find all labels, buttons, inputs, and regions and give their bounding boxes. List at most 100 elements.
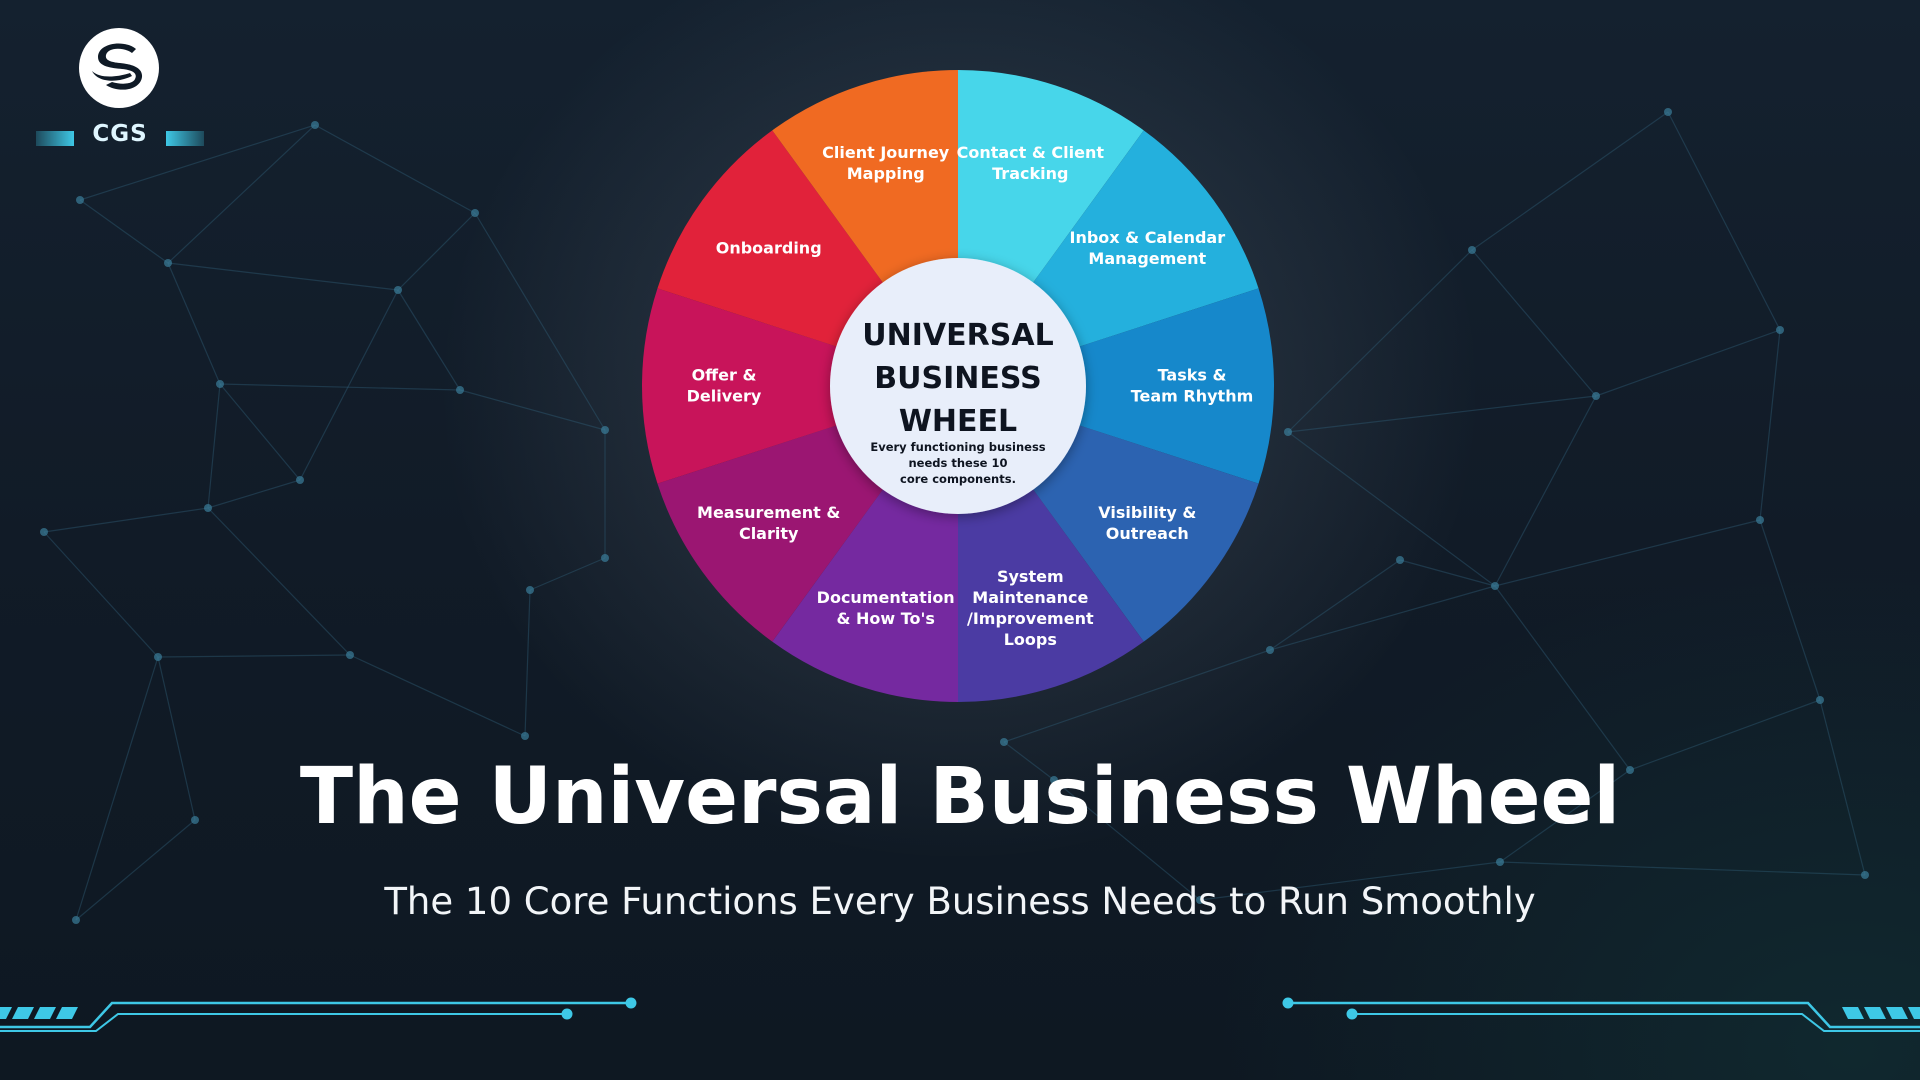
network-edge (1471, 249, 1597, 397)
wheel-segment-label-line: Measurement & (697, 503, 840, 522)
wheel-segment-3 (958, 288, 1274, 484)
network-node (1491, 582, 1499, 590)
wheel-segment-label-line: Management (1088, 249, 1206, 268)
subtitle: The 10 Core Functions Every Business Nee… (384, 880, 1536, 923)
network-node (1664, 108, 1672, 116)
network-edge (207, 383, 221, 509)
network-edge (1629, 699, 1821, 771)
network-node (76, 196, 84, 204)
network-edge (1759, 519, 1821, 701)
network-node (601, 554, 609, 562)
wheel-segment-label-line: Tracking (992, 164, 1068, 183)
network-node (521, 732, 529, 740)
wheel-segment-label-line: /Improvement (967, 609, 1094, 628)
network-edge (314, 124, 476, 214)
network-edge (299, 289, 399, 481)
wheel-segment-label-line: Delivery (687, 387, 762, 406)
network-edge (43, 507, 209, 533)
network-edge (1269, 559, 1401, 651)
hub-title-line: UNIVERSAL (862, 318, 1053, 353)
wheel-segment-label-6: Documentation& How To's (817, 588, 955, 628)
network-node (1284, 428, 1292, 436)
network-node (1396, 556, 1404, 564)
wheel-segment-label-line: Maintenance (972, 588, 1088, 607)
hub-subtitle-line: Every functioning business (870, 440, 1045, 454)
network-node (526, 586, 534, 594)
network-edge (1471, 111, 1669, 251)
network-edge (1494, 585, 1631, 771)
network-edge (1595, 329, 1781, 397)
wheel-segment-label-line: System (997, 567, 1064, 586)
network-node (216, 380, 224, 388)
hub-subtitle-line: core components. (900, 472, 1016, 486)
network-edge (397, 289, 461, 391)
wheel-segment-label-9: Onboarding (716, 239, 822, 258)
network-node (601, 426, 609, 434)
circuit-right (1282, 997, 1920, 1032)
wheel-segment-label-line: Tasks & (1158, 366, 1227, 385)
network-node (1050, 776, 1058, 784)
network-edge (1003, 741, 1055, 781)
wheel-segment-label-line: Documentation (817, 588, 955, 607)
network-edge (1003, 649, 1271, 743)
network-edge (79, 124, 316, 201)
network-edge (207, 479, 301, 509)
network-node (1626, 766, 1634, 774)
network-edge (157, 656, 196, 821)
wheel-segment-label-7: Measurement & Clarity (697, 503, 840, 543)
network-edge (524, 589, 531, 737)
network-node (1592, 392, 1600, 400)
hub-subtitle-line: needs these 10 (908, 456, 1007, 470)
network-edge (43, 531, 159, 658)
network-node (1196, 896, 1204, 904)
network-node (346, 651, 354, 659)
network-edge (1287, 431, 1496, 587)
network-node (394, 286, 402, 294)
network-edge (1819, 699, 1866, 876)
s-swoosh-logo-icon (79, 28, 159, 108)
network-edge (1053, 779, 1201, 901)
main-title: The Universal Business Wheel (299, 752, 1621, 842)
hub-title-line: WHEEL (899, 404, 1017, 439)
network-edge (1269, 585, 1496, 651)
network-node (191, 816, 199, 824)
network-edge (1667, 111, 1781, 331)
network-edge (167, 262, 221, 385)
network-edge (474, 212, 606, 431)
network-edge (207, 507, 351, 656)
network-edge (79, 199, 169, 264)
network-node (456, 386, 464, 394)
network-node (40, 528, 48, 536)
network-node (164, 259, 172, 267)
circuit-left (0, 997, 637, 1032)
wheel-segment-label-4: Visibility &Outreach (1098, 503, 1196, 543)
wheel-segment-label-line: Clarity (739, 524, 799, 543)
network-edge (1499, 769, 1631, 863)
network-edge (1287, 249, 1473, 433)
wheel-segment-label-line: Inbox & Calendar (1069, 228, 1225, 247)
network-edge (75, 819, 196, 921)
network-node (1266, 646, 1274, 654)
hub-title-line: BUSINESS (874, 361, 1041, 396)
network-edge (1399, 559, 1496, 587)
wheel-segment-8 (642, 288, 958, 484)
wheel-segment-label-3: Tasks &Team Rhythm (1131, 366, 1254, 406)
network-edge (1494, 519, 1761, 587)
network-node (296, 476, 304, 484)
network-node (72, 916, 80, 924)
network-edge (1287, 395, 1597, 433)
network-edge (1499, 861, 1866, 876)
network-edge (167, 262, 399, 291)
circuit-decoration (0, 997, 1920, 1032)
network-edge (1199, 861, 1501, 901)
network-node (204, 504, 212, 512)
wheel-segment-label-line: Client Journey (822, 143, 950, 162)
